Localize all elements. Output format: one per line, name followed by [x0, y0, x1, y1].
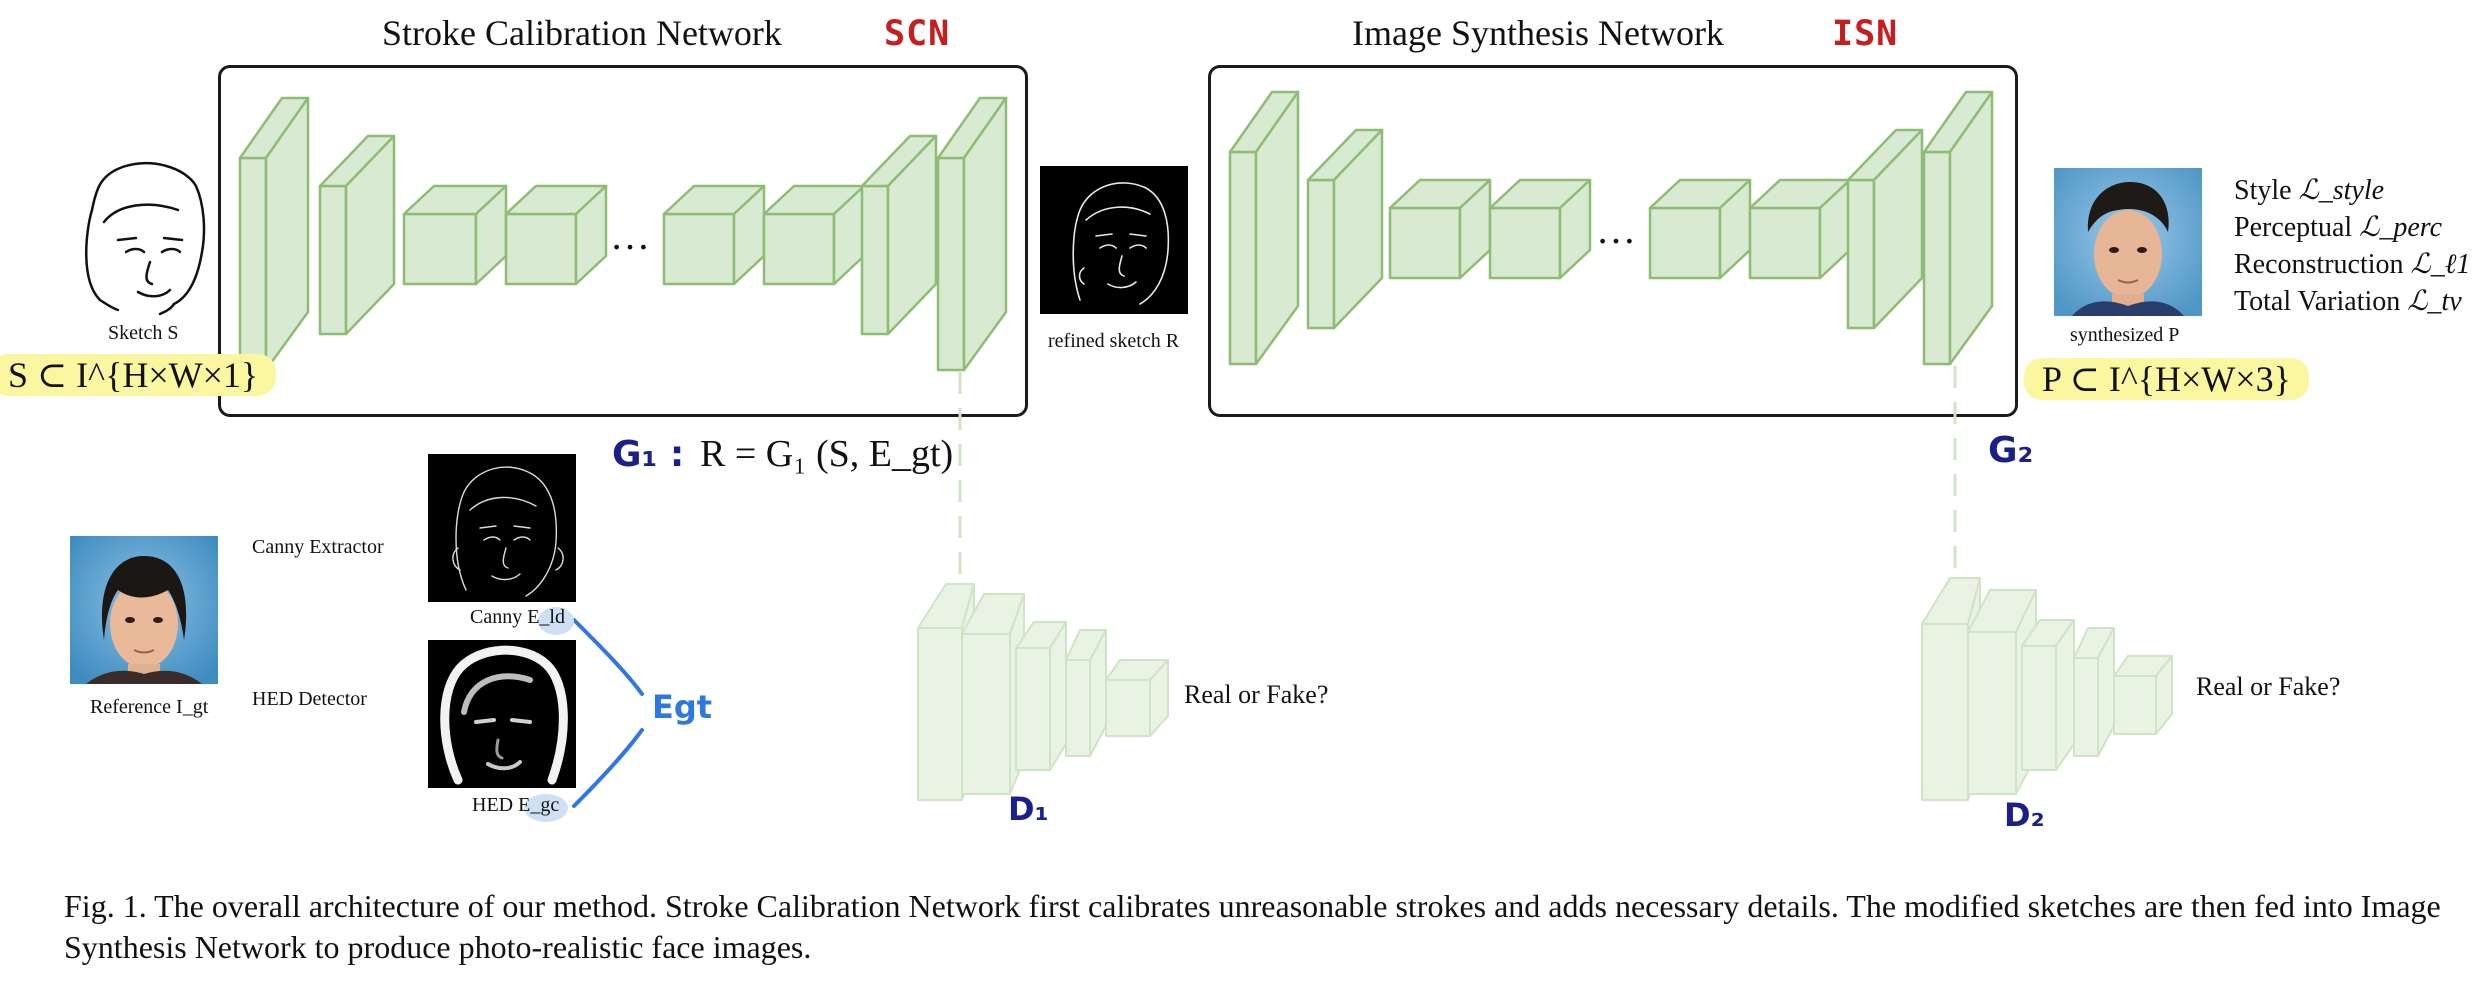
loss-perceptual: Perceptual ℒ_perc: [2234, 212, 2443, 243]
scn-ellipsis: …: [610, 213, 650, 258]
egt-brace-bottom: [572, 728, 644, 808]
refined-sketch-label: refined sketch R: [1048, 330, 1180, 352]
loss-reconstruction: Reconstruction ℒ_ℓ1: [2234, 249, 2471, 280]
isn-layer-6: [1748, 178, 1852, 280]
scn-layer-2: [318, 134, 396, 336]
scn-layer-4: [504, 184, 608, 286]
d2-output-label: Real or Fake?: [2196, 672, 2341, 701]
d1-tag: D₁: [1008, 790, 1049, 828]
scn-layer-8: [936, 96, 1008, 372]
output-formula: P ⊂ I^{H×W×3}: [2024, 358, 2309, 400]
figure-caption: Fig. 1. The overall architecture of our …: [64, 888, 2441, 965]
input-sketch-label: Sketch S: [108, 322, 179, 344]
hed-detector-label: HED Detector: [252, 688, 367, 710]
refined-sketch-image: [1040, 166, 1188, 314]
egt-tag: Egt: [652, 688, 713, 726]
scn-layer-6: [762, 184, 866, 286]
scn-layer-5: [662, 184, 766, 286]
scn-layers: [238, 96, 1008, 372]
isn-layer-3: [1388, 178, 1492, 280]
g1-equation: R = G₁ (S, E_gt): [700, 433, 954, 475]
isn-layer-5: [1648, 178, 1752, 280]
scn-tag: SCN: [884, 14, 951, 54]
isn-layer-8: [1922, 90, 1994, 366]
input-formula: S ⊂ I^{H×W×1}: [0, 354, 277, 396]
synthesized-label: synthesized P: [2070, 324, 2180, 346]
isn-title: Image Synthesis Network: [1352, 13, 1724, 53]
canny-edge-image: [428, 454, 576, 602]
scn-layer-7: [860, 134, 938, 336]
hed-caption: HED E_gc: [472, 794, 560, 816]
d2-layers: [1921, 577, 2173, 801]
canny-extractor-label: Canny Extractor: [252, 536, 384, 558]
scn-title: Stroke Calibration Network: [382, 13, 782, 53]
scn-panel: [218, 65, 1028, 417]
d1-output-label: Real or Fake?: [1184, 680, 1329, 709]
isn-ellipsis: …: [1596, 207, 1636, 252]
canny-caption: Canny E_ld: [470, 606, 565, 628]
g1-tag: G₁ :: [612, 434, 685, 475]
scn-layer-1: [238, 96, 310, 372]
isn-layer-1: [1228, 90, 1300, 366]
g2-tag: G₂: [1988, 430, 2034, 471]
isn-layer-4: [1488, 178, 1592, 280]
d2-tag: D₂: [2004, 796, 2045, 834]
input-sketch-image: [85, 161, 206, 316]
isn-panel: [1208, 65, 2018, 417]
canny-subscript-highlight: [538, 607, 574, 635]
reference-label: Reference I_gt: [90, 696, 209, 718]
scn-layer-3: [402, 184, 508, 286]
d1-layers: [917, 583, 1169, 801]
hed-subscript-highlight: [524, 794, 568, 822]
loss-style: Style ℒ_style: [2234, 175, 2385, 206]
isn-layer-7: [1846, 128, 1924, 330]
loss-total-variation: Total Variation ℒ_tv: [2234, 286, 2462, 317]
egt-brace-top: [572, 618, 644, 696]
isn-tag: ISN: [1832, 14, 1899, 54]
loss-list: Style ℒ_style Perceptual ℒ_perc Reconstr…: [2234, 172, 2470, 320]
isn-layers: [1228, 90, 1994, 366]
isn-layer-2: [1306, 128, 1384, 330]
